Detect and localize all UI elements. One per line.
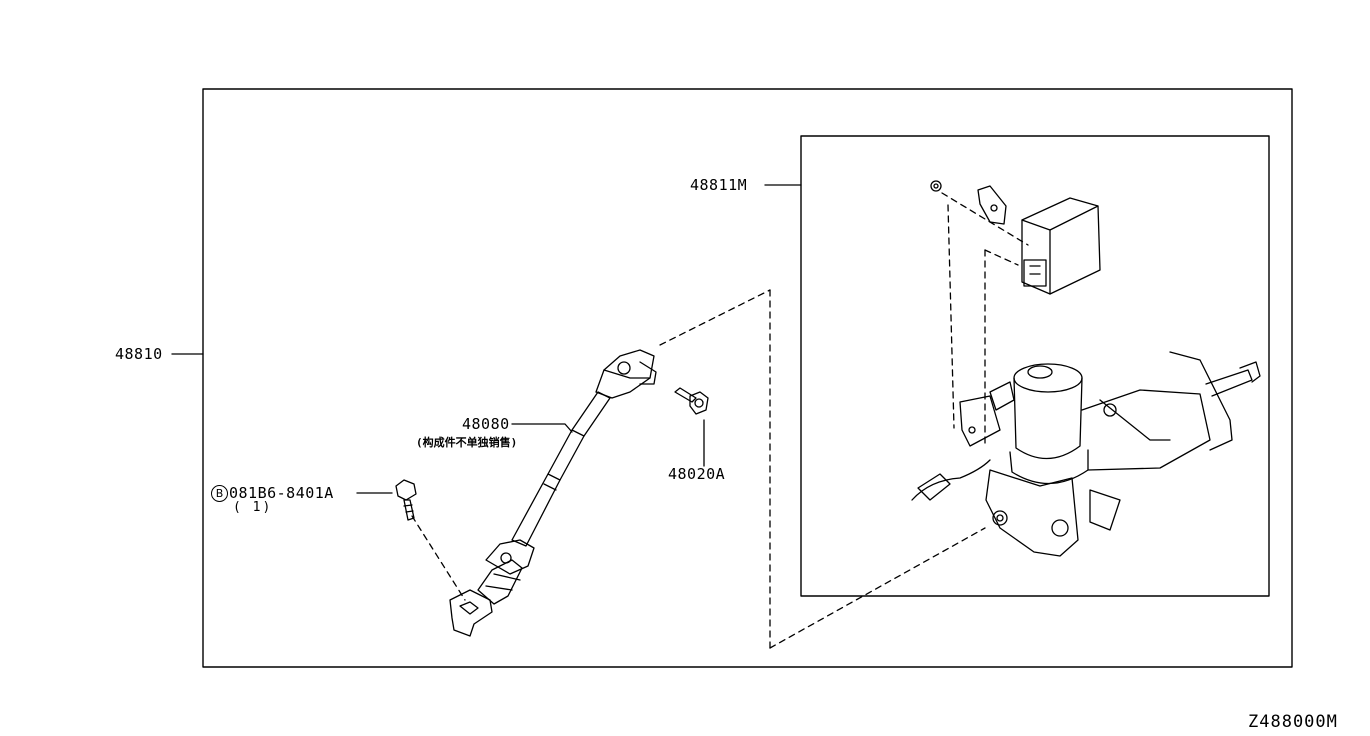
outer-frame — [202, 88, 1293, 668]
shaft-note: (构成件不单独销售) — [416, 436, 518, 449]
assembly-part-number[interactable]: 48810 — [115, 345, 163, 363]
bolt-081b6-8401a[interactable] — [395, 479, 417, 521]
bolt-b-quantity: ( 1) — [233, 500, 273, 515]
shaft-leader — [511, 423, 573, 433]
diagram-code: Z488000M — [1248, 712, 1338, 732]
intermediate-shaft[interactable] — [449, 349, 657, 637]
inner-frame — [800, 135, 1270, 597]
column-part-number[interactable]: 48811M — [690, 176, 748, 194]
bolt-48020a[interactable] — [674, 387, 709, 415]
bolt-part-number[interactable]: 48020A — [668, 465, 726, 483]
bolt-b-symbol: B — [211, 485, 228, 502]
bolt-b-part-number[interactable]: 081B6-8401A — [229, 484, 334, 502]
dashed-connectors — [411, 192, 1029, 649]
steering-column[interactable] — [911, 180, 1261, 557]
shaft-part-number[interactable]: 48080 — [462, 415, 510, 433]
